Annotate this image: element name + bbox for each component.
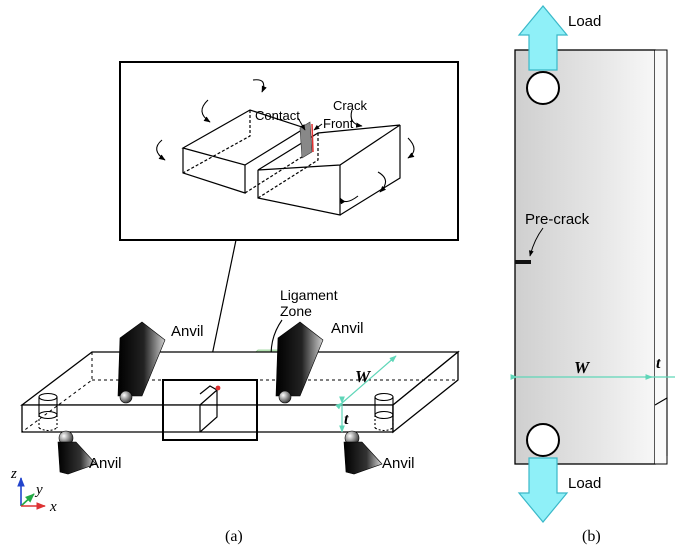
thickness-label-a: t (344, 411, 349, 428)
axis-triad: z y x (10, 466, 57, 515)
hole-bottom (526, 423, 560, 457)
crack-tip-dot (215, 385, 221, 391)
width-label-b: W (574, 358, 591, 377)
pre-crack-slot (515, 260, 531, 264)
crack-front-line (311, 123, 314, 153)
width-dimension-b: W (510, 358, 653, 380)
thickness-label-b: t (656, 355, 661, 372)
width-label-a: W (355, 367, 372, 386)
anvil-upper-right (275, 321, 324, 404)
hole-top (526, 71, 560, 105)
anvil-lower-left (57, 430, 97, 475)
anvil-lower-right (343, 430, 383, 475)
anvil-label-lower-right: Anvil (382, 455, 415, 472)
inset-front-label: Front (323, 116, 354, 131)
anvil-label-lower-left: Anvil (89, 455, 122, 472)
inset-marker-box (162, 379, 258, 441)
load-arrow-bottom (517, 457, 569, 523)
anvil-label-upper-right: Anvil (331, 320, 364, 337)
bar-hidden-edges (21, 352, 458, 433)
width-dimension: W (335, 355, 397, 410)
load-arrow-top (517, 5, 569, 71)
rotation-arrows (156, 79, 415, 205)
ligament-label-1: Ligament (280, 287, 338, 303)
thickness-dimension-b: t (645, 355, 675, 378)
panel-a: Contact Crack Front Ligament Zone (10, 61, 460, 545)
contact-leader (297, 117, 306, 131)
load-label-bottom: Load (568, 475, 601, 492)
precrack-label: Pre-crack (525, 211, 590, 228)
inset-crack-label: Crack (333, 98, 367, 113)
y-axis (20, 493, 35, 507)
plate-face (514, 49, 656, 465)
anvil-upper-left (117, 321, 166, 404)
y-axis-label: y (34, 482, 43, 498)
crack-front-leader (313, 123, 323, 131)
inset-detail: Contact Crack Front (119, 61, 459, 241)
thickness-dimension: t (339, 396, 349, 433)
plate-corner-detail (654, 397, 668, 456)
x-axis-label: x (49, 499, 57, 515)
support-cylinder-left (38, 392, 58, 432)
inset-leader-line (208, 239, 237, 366)
z-axis-label: z (10, 466, 17, 482)
crack-front-patch (299, 121, 313, 159)
panel-b: Load Load Pre-crack W t (b) (510, 5, 675, 545)
inset-right-block (257, 124, 401, 216)
anvil-label-upper-left: Anvil (171, 323, 204, 340)
caption-b: (b) (582, 528, 601, 545)
load-label-top: Load (568, 13, 601, 30)
ligament-label-2: Zone (280, 303, 312, 319)
caption-a: (a) (225, 528, 243, 545)
notch (199, 385, 218, 433)
plate-side (655, 49, 668, 465)
precrack-leader (528, 227, 544, 257)
inset-contact-label: Contact (255, 108, 300, 123)
